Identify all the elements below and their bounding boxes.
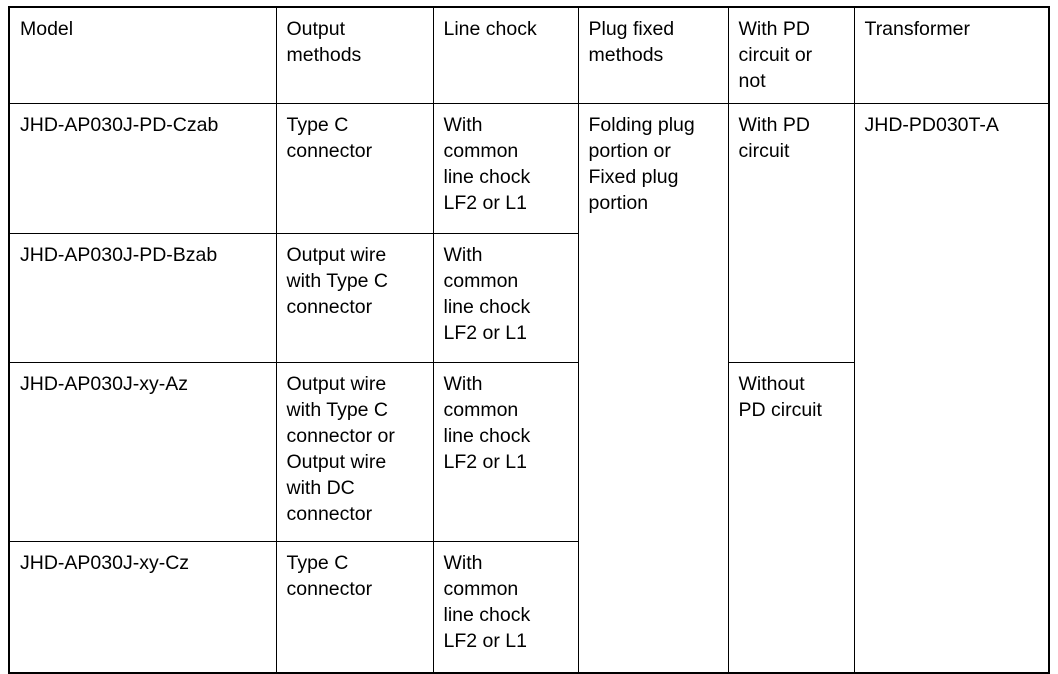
table-header-row: Model Output methods Line chock Plug fix… xyxy=(8,6,1050,104)
model-specification-table: Model Output methods Line chock Plug fix… xyxy=(8,6,1050,674)
cell-model: JHD-AP030J-xy-Cz xyxy=(8,541,277,674)
cell-without-pd-circuit: Without PD circuit xyxy=(727,362,855,674)
table-row: JHD-AP030J-xy-Az Output wire with Type C… xyxy=(8,362,1049,674)
column-header-plug-fixed-methods: Plug fixed methods xyxy=(577,6,729,104)
cell-output-methods: Output wire with Type C connector or Out… xyxy=(275,362,434,542)
cell-output-methods: Type C connector xyxy=(275,103,434,234)
cell-output-methods: Type C connector xyxy=(275,541,434,674)
cell-model: JHD-AP030J-PD-Bzab xyxy=(8,233,277,363)
cell-transformer: JHD-PD030T-A xyxy=(853,103,1050,674)
cell-line-chock: With common line chock LF2 or L1 xyxy=(432,103,579,234)
column-header-transformer: Transformer xyxy=(853,6,1050,104)
table-row: JHD-AP030J-PD-Czab Type C connector With… xyxy=(8,103,1050,674)
table-row: JHD-AP030J-PD-Bzab Output wire with Type… xyxy=(8,233,1049,363)
cell-line-chock: With common line chock LF2 or L1 xyxy=(432,362,579,542)
column-header-pd-circuit: With PD circuit or not xyxy=(727,6,855,104)
column-header-line-chock: Line chock xyxy=(432,6,579,104)
cell-with-pd-circuit: With PD circuit xyxy=(727,103,855,363)
cell-output-methods: Output wire with Type C connector xyxy=(275,233,434,363)
cell-line-chock: With common line chock LF2 or L1 xyxy=(432,233,579,363)
cell-line-chock: With common line chock LF2 or L1 xyxy=(432,541,579,674)
cell-model: JHD-AP030J-PD-Czab xyxy=(8,103,277,234)
column-header-model: Model xyxy=(8,6,277,104)
cell-plug-fixed-methods: Folding plug portion or Fixed plug porti… xyxy=(577,103,729,674)
document-page: Model Output methods Line chock Plug fix… xyxy=(8,6,1050,674)
cell-model: JHD-AP030J-xy-Az xyxy=(8,362,277,542)
column-header-output-methods: Output methods xyxy=(275,6,434,104)
